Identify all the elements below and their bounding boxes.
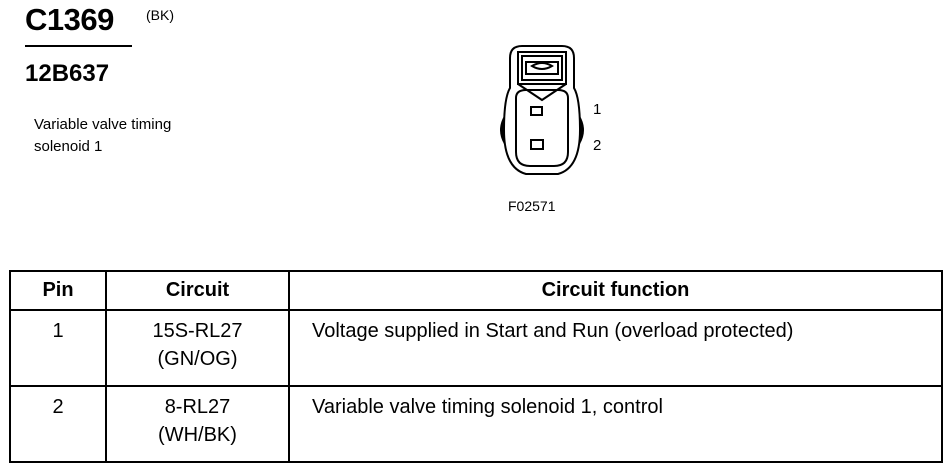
wire-color: (GN/OG) — [157, 348, 238, 370]
pin-table: Pin Circuit Circuit function 1 15S-RL27 … — [9, 270, 943, 463]
circuit-function: Voltage supplied in Start and Run (overl… — [288, 309, 943, 387]
pin-label-1: 1 — [593, 101, 602, 118]
connector-description: Variable valve timing solenoid 1 — [34, 116, 172, 155]
pin-number: 2 — [9, 385, 107, 463]
part-number: 12B637 — [25, 60, 110, 87]
figure-code: F02571 — [508, 198, 556, 214]
table-header-row: Pin Circuit Circuit function — [9, 270, 943, 311]
wire-color: (WH/BK) — [158, 424, 237, 446]
connector-id: C1369 — [25, 2, 114, 37]
title-underline — [25, 45, 132, 47]
table-row: 2 8-RL27 (WH/BK) Variable valve timing s… — [9, 385, 943, 463]
circuit-cell: 8-RL27 (WH/BK) — [105, 385, 290, 463]
circuit-function: Variable valve timing solenoid 1, contro… — [288, 385, 943, 463]
circuit-code: 15S-RL27 — [152, 320, 243, 342]
circuit-column-header: Circuit — [105, 270, 290, 311]
color-code: (BK) — [146, 7, 174, 23]
connector-face-illustration — [500, 45, 584, 175]
function-column-header: Circuit function — [288, 270, 943, 311]
circuit-code: 8-RL27 — [164, 396, 231, 418]
pin-number: 1 — [9, 309, 107, 387]
table-row: 1 15S-RL27 (GN/OG) Voltage supplied in S… — [9, 309, 943, 387]
pin-column-header: Pin — [9, 270, 107, 311]
pin-label-2: 2 — [593, 137, 602, 154]
circuit-cell: 15S-RL27 (GN/OG) — [105, 309, 290, 387]
